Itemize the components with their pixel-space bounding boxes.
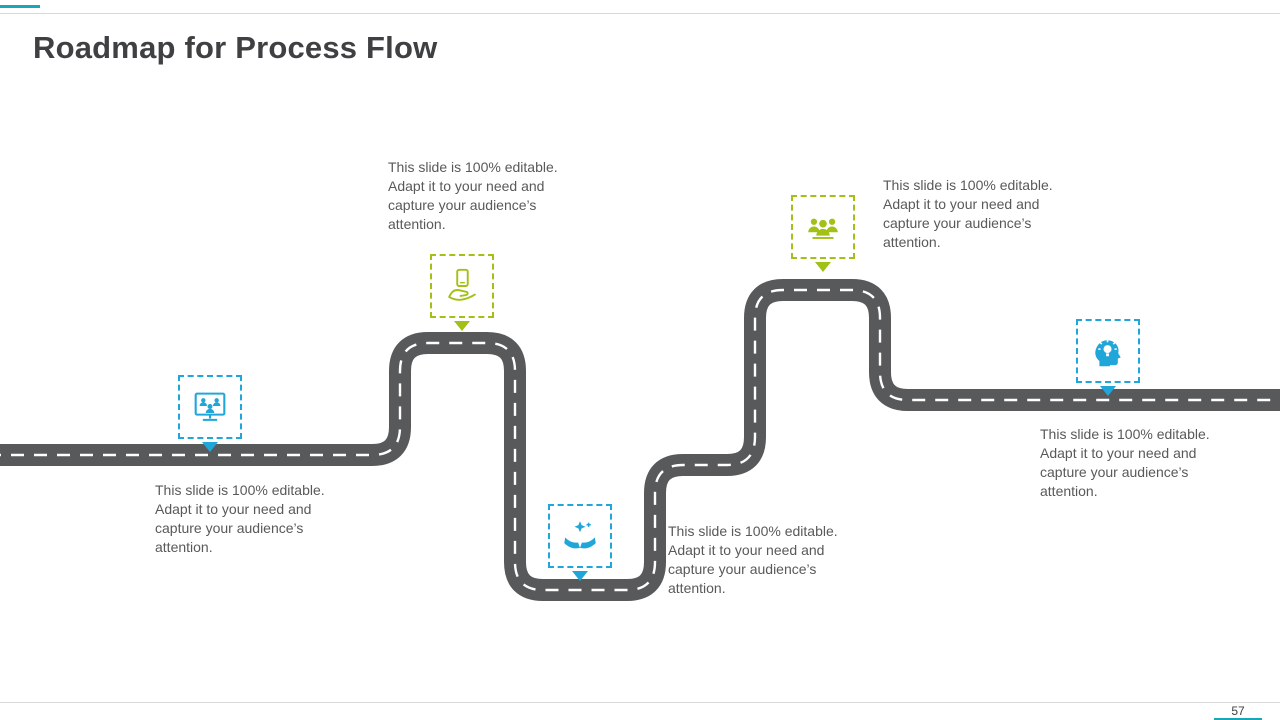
milestone-4-pointer: [815, 262, 831, 272]
milestone-1-pointer: [202, 442, 218, 452]
milestone-5: [1075, 319, 1141, 396]
milestone-3: [547, 504, 613, 581]
hand-mobile-icon: [448, 268, 476, 301]
milestone-2-caption: This slide is 100% editable. Adapt it to…: [388, 159, 558, 233]
top-divider-line: [0, 13, 1280, 14]
milestone-5-icon-box: [1076, 319, 1140, 383]
creative-mind-icon: [1095, 340, 1121, 367]
milestone-2-icon-box: [430, 254, 494, 318]
milestone-2: [429, 254, 495, 331]
milestone-1-icon-box: [178, 375, 242, 439]
page-title: Roadmap for Process Flow: [33, 30, 438, 65]
caring-hands-icon: [564, 521, 596, 549]
milestone-4-icon-box: [791, 195, 855, 259]
milestone-4: [790, 195, 856, 272]
milestone-1: [177, 375, 243, 452]
milestone-2-pointer: [454, 321, 470, 331]
road-center-dashes: [0, 288, 1280, 592]
page-number: 57: [1231, 704, 1245, 718]
milestone-3-pointer: [572, 571, 588, 581]
milestone-4-caption: This slide is 100% editable. Adapt it to…: [883, 177, 1053, 251]
milestone-3-icon-box: [548, 504, 612, 568]
page-number-accent-bar: [1214, 718, 1262, 720]
milestone-5-pointer: [1100, 386, 1116, 396]
bottom-divider-line: [0, 702, 1280, 703]
top-left-accent-bar: [0, 5, 40, 8]
video-conference-icon: [194, 392, 226, 421]
milestone-1-caption: This slide is 100% editable. Adapt it to…: [155, 482, 325, 556]
milestone-3-caption: This slide is 100% editable. Adapt it to…: [668, 523, 838, 597]
milestone-5-caption: This slide is 100% editable. Adapt it to…: [1040, 426, 1210, 500]
team-group-icon: [808, 218, 838, 239]
